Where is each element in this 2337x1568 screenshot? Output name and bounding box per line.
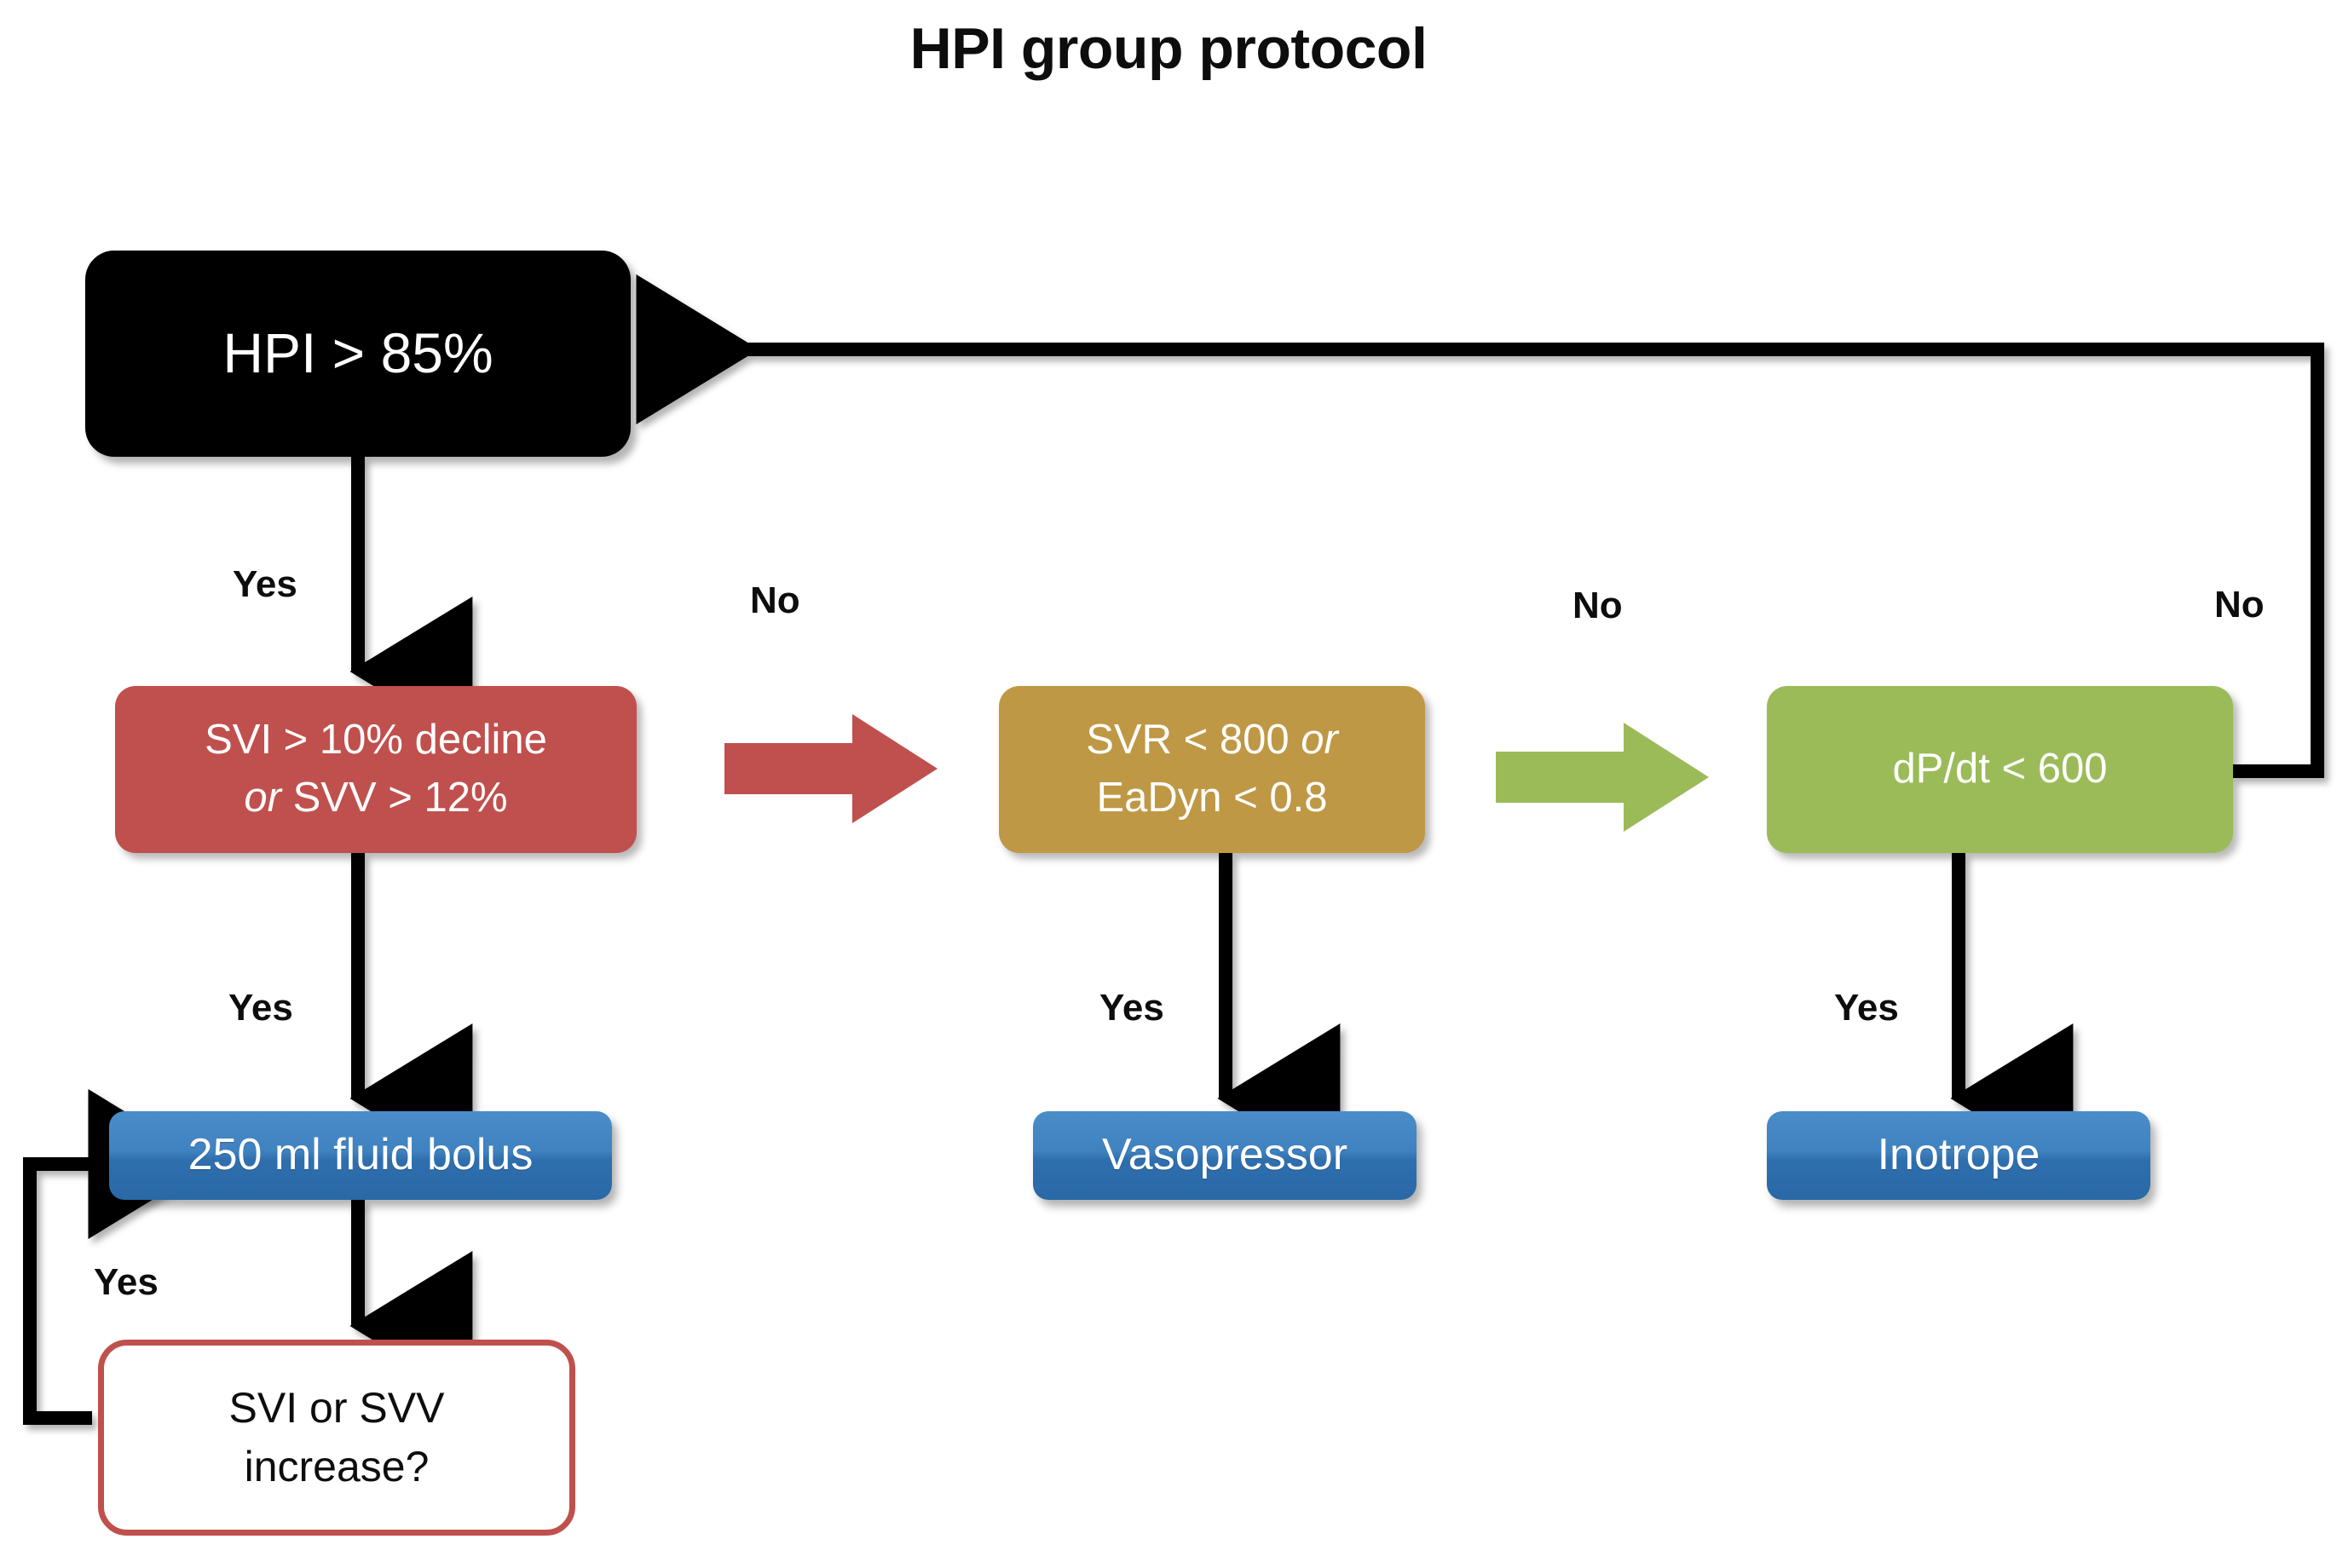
node-svr-line1: SVR < 800 or [1086,712,1338,770]
node-bolus-label: 250 ml fluid bolus [188,1130,534,1180]
node-question-line2: increase? [244,1443,430,1490]
node-svi-line2: or SVV > 12% [244,770,507,827]
node-hpi-threshold[interactable]: HPI > 85% [85,251,631,457]
page-title: HPI group protocol [909,16,1428,81]
node-vasopressor[interactable]: Vasopressor [1033,1111,1417,1200]
node-svi-svv-increase-question[interactable]: SVI or SVV increase? [98,1340,575,1536]
node-svi-line1: SVI > 10% decline [205,717,547,764]
edge-question-to-bolus-loop [23,1089,211,1425]
node-hpi-label: HPI > 85% [222,321,493,385]
node-svi-condition[interactable]: SVI > 10% decline or SVV > 12% [115,686,637,853]
block-arrow-svr-to-dpdt [1496,723,1709,832]
edge-label-hpi-yes: Yes [233,563,297,605]
edge-label-dpdt-no: No [2214,584,2265,625]
edge-label-question-yes: Yes [94,1261,159,1303]
node-svi-or-italic: or [244,775,281,821]
node-fluid-bolus[interactable]: 250 ml fluid bolus [109,1111,612,1200]
node-svr-line1-rest: SVR < 800 [1086,717,1301,764]
edge-label-dpdt-yes: Yes [1834,987,1899,1029]
node-svr-line2: EaDyn < 0.8 [1096,775,1328,821]
node-vasopressor-label: Vasopressor [1101,1130,1348,1180]
node-inotrope-label: Inotrope [1877,1130,2040,1180]
node-question-line1: SVI or SVV [228,1384,445,1432]
node-svr-or-italic: or [1301,717,1338,764]
node-svr-condition[interactable]: SVR < 800 or EaDyn < 0.8 [999,686,1425,853]
node-dpdt-label: dP/dt < 600 [1892,746,2108,793]
edge-label-svr-yes: Yes [1099,987,1164,1029]
edge-label-svi-yes: Yes [228,987,293,1029]
edge-label-svi-no: No [750,579,800,621]
block-arrow-svi-to-svr [724,714,938,823]
node-inotrope[interactable]: Inotrope [1767,1111,2150,1200]
edge-label-svr-no: No [1572,585,1623,626]
node-svi-line2-rest: SVV > 12% [281,775,508,821]
node-dpdt-condition[interactable]: dP/dt < 600 [1767,686,2233,853]
